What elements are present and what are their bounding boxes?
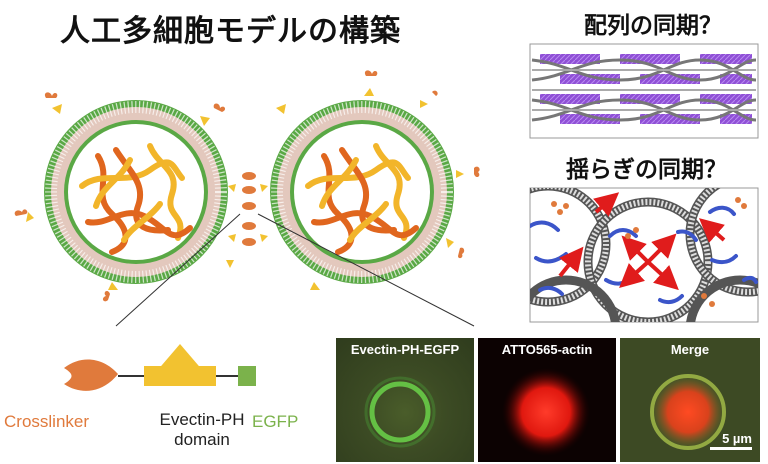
egfp-ring xyxy=(364,376,436,448)
crosslinker-label: Crosslinker xyxy=(4,412,90,431)
zoom-line-left xyxy=(115,213,241,327)
merge-blob xyxy=(650,374,726,450)
zoom-line-right xyxy=(257,213,475,327)
micro-panel-egfp: Evectin-PH-EGFP xyxy=(336,338,474,462)
scale-bar-label: 5 µm xyxy=(722,431,752,446)
construct-diagram xyxy=(64,344,256,391)
egfp-label: EGFP xyxy=(252,412,299,431)
actin-network-left xyxy=(79,143,193,255)
micro-panel-actin: ATTO565-actin xyxy=(478,338,616,462)
domain-label: Evectin-PH domain xyxy=(150,410,254,450)
micro-label-actin: ATTO565-actin xyxy=(501,342,593,357)
domain-label-line2: domain xyxy=(174,430,230,449)
cell-right xyxy=(270,100,454,284)
micro-panel-merge: Merge 5 µm xyxy=(620,338,760,462)
scale-bar xyxy=(710,447,752,450)
actin-network-right xyxy=(305,143,419,255)
page-title: 人工多細胞モデルの構築 xyxy=(60,14,401,49)
cell-left xyxy=(44,100,228,284)
gray-filaments xyxy=(531,58,757,122)
actin-blob xyxy=(502,368,590,456)
array-sync-heading: 配列の同期？ xyxy=(584,13,722,39)
membrane-proteins xyxy=(14,70,480,302)
array-panel xyxy=(529,43,759,139)
fluctuation-panel xyxy=(529,187,759,323)
micro-label-egfp: Evectin-PH-EGFP xyxy=(350,342,460,357)
micro-label-merge: Merge xyxy=(670,342,710,357)
fluctuation-sync-heading: 揺らぎの同期？ xyxy=(566,157,727,183)
domain-label-line1: Evectin-PH xyxy=(159,410,245,429)
purple-filaments xyxy=(540,54,752,124)
